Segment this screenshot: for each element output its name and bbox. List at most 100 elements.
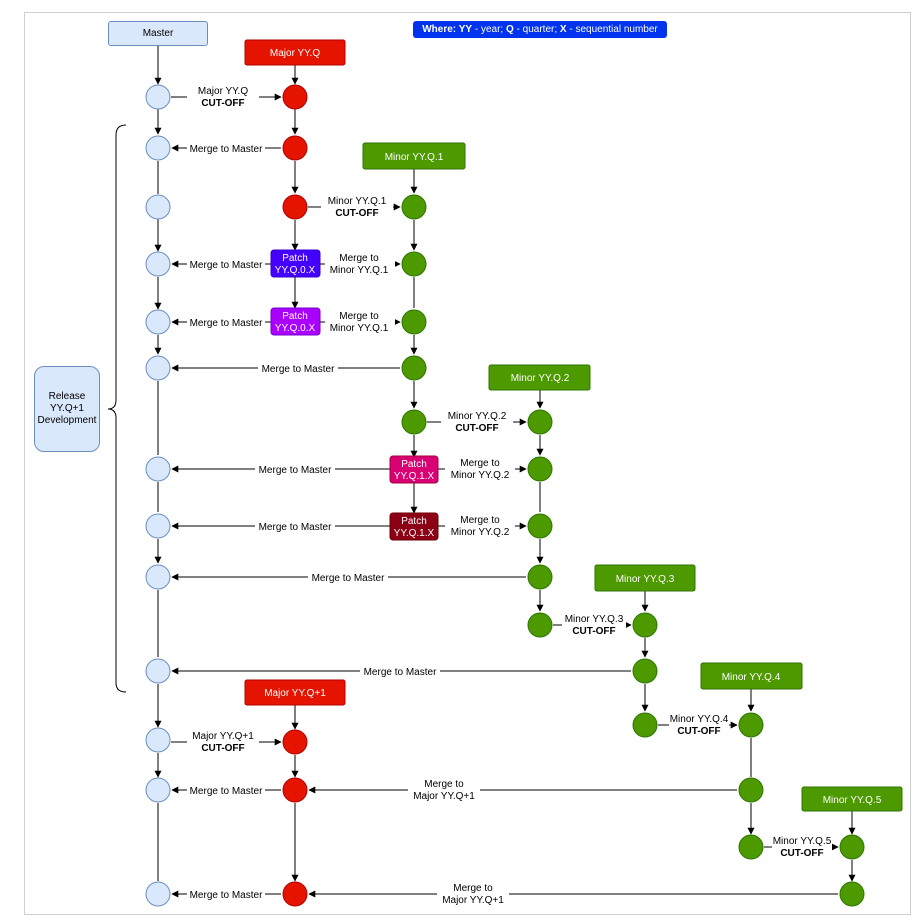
label-merge-major-line2: Major YY.Q+1 (413, 791, 475, 802)
major-yyq-box (244, 39, 346, 66)
patch-4-line2: YY.Q.1.X (394, 528, 435, 539)
label-bg (308, 570, 388, 583)
label-bg (187, 257, 265, 270)
minor-3-label: Minor YY.Q.3 (616, 574, 675, 585)
major-node (282, 84, 308, 110)
label-bg (187, 141, 265, 154)
label-bg (445, 456, 515, 482)
master-node (145, 881, 171, 907)
label-merge-master: Merge to Master (259, 522, 332, 533)
label-merge-major-line1: Merge to (424, 779, 464, 790)
label-cutoff-major-line1: Major YY.Q (198, 86, 248, 97)
legend-yy-def: - year; (472, 24, 506, 35)
label-merge-minor2-line2: Minor YY.Q.2 (451, 527, 510, 538)
label-bg (408, 777, 480, 803)
minor-1-label: Minor YY.Q.1 (385, 152, 444, 163)
master-node (145, 564, 171, 590)
minor-4-label: Minor YY.Q.4 (722, 672, 781, 683)
release-development-box: Release YY.Q+1 Development (34, 366, 100, 452)
patch-box-1 (270, 249, 321, 278)
label-bg (255, 462, 335, 475)
major-yyq1-label: Major YY.Q+1 (264, 688, 326, 699)
label-merge-master: Merge to Master (312, 573, 385, 584)
label-merge-master: Merge to Master (190, 318, 263, 329)
label-merge-minor1-line1: Merge to (339, 311, 379, 322)
major-yyq1-box (244, 679, 346, 706)
label-bg (562, 612, 626, 638)
label-bg (187, 783, 265, 796)
master-node (145, 355, 171, 381)
label-merge-minor2-line2: Minor YY.Q.2 (451, 470, 510, 481)
label-merge-major-line2: Major YY.Q+1 (442, 895, 504, 906)
label-bg (441, 409, 513, 435)
edge-labels: Major YY.Q CUT-OFF Merge to Master Minor… (190, 86, 832, 906)
label-cutoff-minor1-line1: Minor YY.Q.1 (328, 196, 387, 207)
label-bg (325, 309, 395, 335)
label-merge-minor2-line1: Merge to (460, 458, 500, 469)
patch-2-line1: Patch (282, 311, 308, 322)
label-bg (255, 519, 335, 532)
label-cutoff-minor3-line1: Minor YY.Q.3 (565, 614, 624, 625)
minor-node (738, 834, 764, 860)
minor-5-label: Minor YY.Q.5 (823, 795, 882, 806)
major-yyq-label: Major YY.Q (270, 48, 320, 59)
master-node (145, 456, 171, 482)
label-bg (187, 315, 265, 328)
major-node (282, 729, 308, 755)
master-nodes (145, 84, 171, 907)
minor-2-label: Minor YY.Q.2 (511, 373, 570, 384)
minor-5-box (801, 786, 903, 812)
label-bg (187, 887, 265, 900)
edge-label-backgrounds (187, 84, 832, 907)
legend-q-def: - quarter; (513, 24, 560, 35)
legend-x-def: - sequential number (566, 24, 658, 35)
release-line-1: Release (48, 391, 86, 402)
label-merge-master: Merge to Master (190, 890, 263, 901)
patch-3-line1: Patch (401, 459, 427, 470)
patch-box-2 (270, 307, 321, 336)
minor-node (738, 777, 764, 803)
label-merge-minor1-line2: Minor YY.Q.1 (330, 265, 389, 276)
master-node (145, 309, 171, 335)
minor-node (527, 564, 553, 590)
label-cutoff-minor1-line2: CUT-OFF (335, 208, 378, 219)
major-node (282, 881, 308, 907)
legend-box: Where: YY - year; Q - quarter; X - seque… (413, 21, 667, 38)
minor-node (527, 513, 553, 539)
minor-node (401, 194, 427, 220)
legend-prefix: Where: (422, 24, 459, 35)
minor-4-box (700, 662, 803, 690)
label-cutoff-minor5-line1: Minor YY.Q.5 (773, 836, 832, 847)
minor-node (527, 612, 553, 638)
patch-2-line2: YY.Q.0.X (275, 323, 316, 334)
patch-box-4 (389, 512, 439, 541)
label-merge-master: Merge to Master (190, 144, 263, 155)
master-node (145, 251, 171, 277)
release-line-3: Development (37, 415, 97, 426)
label-cutoff-minor3-line2: CUT-OFF (572, 626, 615, 637)
major-nodes (282, 84, 308, 907)
major-node (282, 135, 308, 161)
label-cutoff-minor4-line1: Minor YY.Q.4 (670, 714, 729, 725)
minor-node (401, 251, 427, 277)
master-node (145, 777, 171, 803)
label-bg (321, 194, 393, 220)
master-branch-box: Master (108, 21, 208, 46)
label-merge-minor1-line1: Merge to (339, 253, 379, 264)
label-merge-minor2-line1: Merge to (460, 515, 500, 526)
label-bg (187, 84, 259, 110)
minor-3-box (594, 564, 696, 592)
label-merge-master: Merge to Master (259, 465, 332, 476)
label-cutoff-minor2-line1: Minor YY.Q.2 (448, 411, 507, 422)
minor-2-box (488, 364, 591, 391)
master-label: Master (142, 28, 174, 39)
minor-node (632, 712, 658, 738)
label-cutoff-minor2-line2: CUT-OFF (455, 423, 498, 434)
label-bg (325, 251, 395, 277)
label-cutoff-minor5-line2: CUT-OFF (780, 848, 823, 859)
master-node (145, 513, 171, 539)
label-cutoff-minor4-line2: CUT-OFF (677, 726, 720, 737)
major-node (282, 777, 308, 803)
release-brace (107, 124, 127, 693)
legend-x: X (559, 24, 567, 35)
